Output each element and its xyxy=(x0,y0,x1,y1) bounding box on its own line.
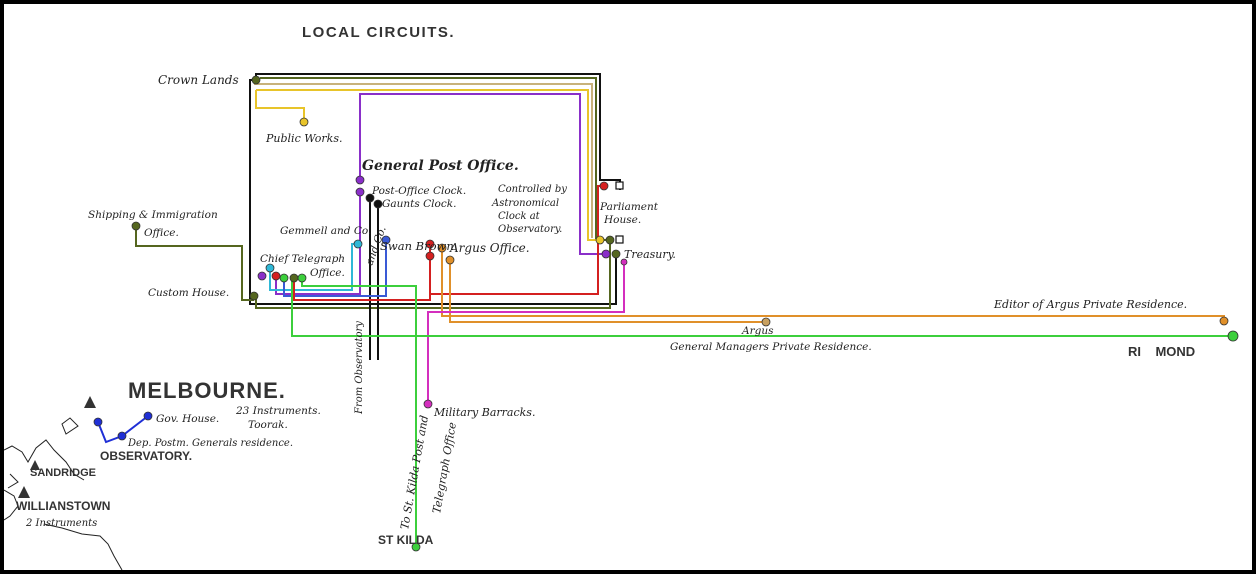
wire-green-richmond xyxy=(291,276,1232,337)
dot-chief-red xyxy=(271,271,281,281)
dot-argus-gm xyxy=(761,317,771,327)
label-controlled-by: Controlled by xyxy=(498,184,567,195)
wire-blue-swan-brown xyxy=(283,240,387,297)
dot-gemmell xyxy=(353,239,363,249)
label-toorak: Toorak. xyxy=(248,419,288,431)
dot-treasury-yellow xyxy=(595,235,605,245)
dot-treasury-black xyxy=(615,235,624,244)
label-observatory: OBSERVATORY. xyxy=(100,449,192,463)
label-general-post-office: General Post Office. xyxy=(362,158,519,174)
label-williamstown-instruments: 2 Instruments xyxy=(25,518,97,529)
wire-red-argus xyxy=(293,256,431,301)
dot-shipping xyxy=(131,221,141,231)
map-title: LOCAL CIRCUITS. xyxy=(302,24,455,41)
label-chief-telegraph-office: Office. xyxy=(310,267,345,279)
label-argus-office: Argus Office. xyxy=(449,241,530,255)
label-shipping-office: Office. xyxy=(144,227,179,239)
dot-military-barracks xyxy=(423,399,433,409)
dot-govt-house xyxy=(143,411,153,421)
dot-chief-purple xyxy=(257,271,267,281)
label-astronomical: Astronomical xyxy=(491,198,559,209)
dot-argus-orange xyxy=(437,243,447,253)
dot-custom-house xyxy=(249,291,259,301)
dot-gaunts-clock xyxy=(373,199,383,209)
circuit-map: LOCAL CIRCUITS. xyxy=(4,24,1239,570)
wire-blue-toorak xyxy=(97,415,149,444)
dot-post-office-clock xyxy=(365,193,375,203)
label-st-kilda-post: To St. Kilda Post and xyxy=(398,414,431,530)
dot-public-works xyxy=(299,117,309,127)
hill-markers xyxy=(18,396,96,498)
label-crown-lands: Crown Lands xyxy=(158,73,239,87)
label-from-observatory: From Observatory xyxy=(354,321,365,415)
label-treasury: Treasury. xyxy=(624,248,676,261)
dot-deputy-pm xyxy=(117,431,127,441)
terminal-dots xyxy=(93,75,1239,552)
dot-treasury-purple xyxy=(601,249,611,259)
dot-treasury-magenta xyxy=(620,258,628,266)
dot-treasury-olive-2 xyxy=(611,249,621,259)
dot-treasury-olive xyxy=(605,235,615,245)
wire-tan xyxy=(254,83,593,238)
label-melbourne: MELBOURNE. xyxy=(128,378,286,403)
label-parliament: Parliament xyxy=(599,201,659,213)
dot-chief-green-2 xyxy=(297,273,307,283)
label-editor-argus: Editor of Argus Private Residence. xyxy=(993,298,1187,311)
label-gaunts-clock: Gaunts Clock. xyxy=(382,198,456,210)
dot-argus-red xyxy=(425,239,435,249)
dot-st-kilda xyxy=(411,542,421,552)
label-general-managers: General Managers Private Residence. xyxy=(670,341,872,353)
label-custom-house: Custom House. xyxy=(148,287,229,299)
map-frame: LOCAL CIRCUITS. xyxy=(4,4,1252,570)
label-shipping: Shipping & Immigration xyxy=(88,209,218,221)
coastline xyxy=(4,417,123,570)
label-deputy-pm: Dep. Postm. Generals residence. xyxy=(127,438,293,449)
label-clock-at: Clock at xyxy=(498,211,541,222)
dot-gpo-purple-2 xyxy=(355,187,365,197)
wire-purple-gpo xyxy=(359,93,606,255)
label-military-barracks: Military Barracks. xyxy=(433,406,535,419)
wire-yellow-public-works xyxy=(256,89,600,241)
dot-chief-olive xyxy=(289,273,299,283)
label-argus: Argus xyxy=(741,325,774,337)
dot-parliament-red xyxy=(599,181,609,191)
label-house: House. xyxy=(603,214,641,226)
label-chief-telegraph: Chief Telegraph xyxy=(260,253,345,265)
label-post-office-clock: Post-Office Clock. xyxy=(371,185,466,197)
label-gemmell: Gemmell and Co. xyxy=(280,225,371,237)
dot-richmond xyxy=(1227,330,1239,342)
dot-argus-red-2 xyxy=(425,251,435,261)
dot-swan-brown xyxy=(381,235,391,245)
wire-magenta-barracks xyxy=(427,262,625,402)
label-richmond: RI MOND xyxy=(1128,344,1195,359)
label-williamstown: WILLIANSTOWN xyxy=(16,499,110,513)
dot-observatory xyxy=(93,417,103,427)
label-sandridge: SANDRIDGE xyxy=(30,467,96,479)
dot-parliament-black xyxy=(615,181,624,190)
label-govt-house: Gov. House. xyxy=(156,413,219,425)
dot-gpo-purple xyxy=(355,175,365,185)
label-observatory-clock: Observatory. xyxy=(498,224,562,235)
label-23-instruments: 23 Instruments. xyxy=(235,405,321,417)
label-swan-brown: Swan Brown xyxy=(380,239,454,253)
label-public-works: Public Works. xyxy=(265,132,342,145)
dot-argus-orange-2 xyxy=(445,255,455,265)
dot-chief-cyan xyxy=(265,263,275,273)
place-labels: Crown Lands Public Works. General Post O… xyxy=(16,73,1195,547)
dot-crown-lands xyxy=(251,75,261,85)
dot-chief-green xyxy=(279,273,289,283)
dot-editor-argus xyxy=(1219,316,1229,326)
wire-yellow-drop xyxy=(255,90,305,118)
wire-orange-argus xyxy=(449,260,766,323)
wire-olive-shipping xyxy=(135,226,254,301)
label-telegraph-office-vertical: Telegraph Office xyxy=(430,421,459,515)
label-st-kilda: ST KILDA xyxy=(378,533,434,547)
